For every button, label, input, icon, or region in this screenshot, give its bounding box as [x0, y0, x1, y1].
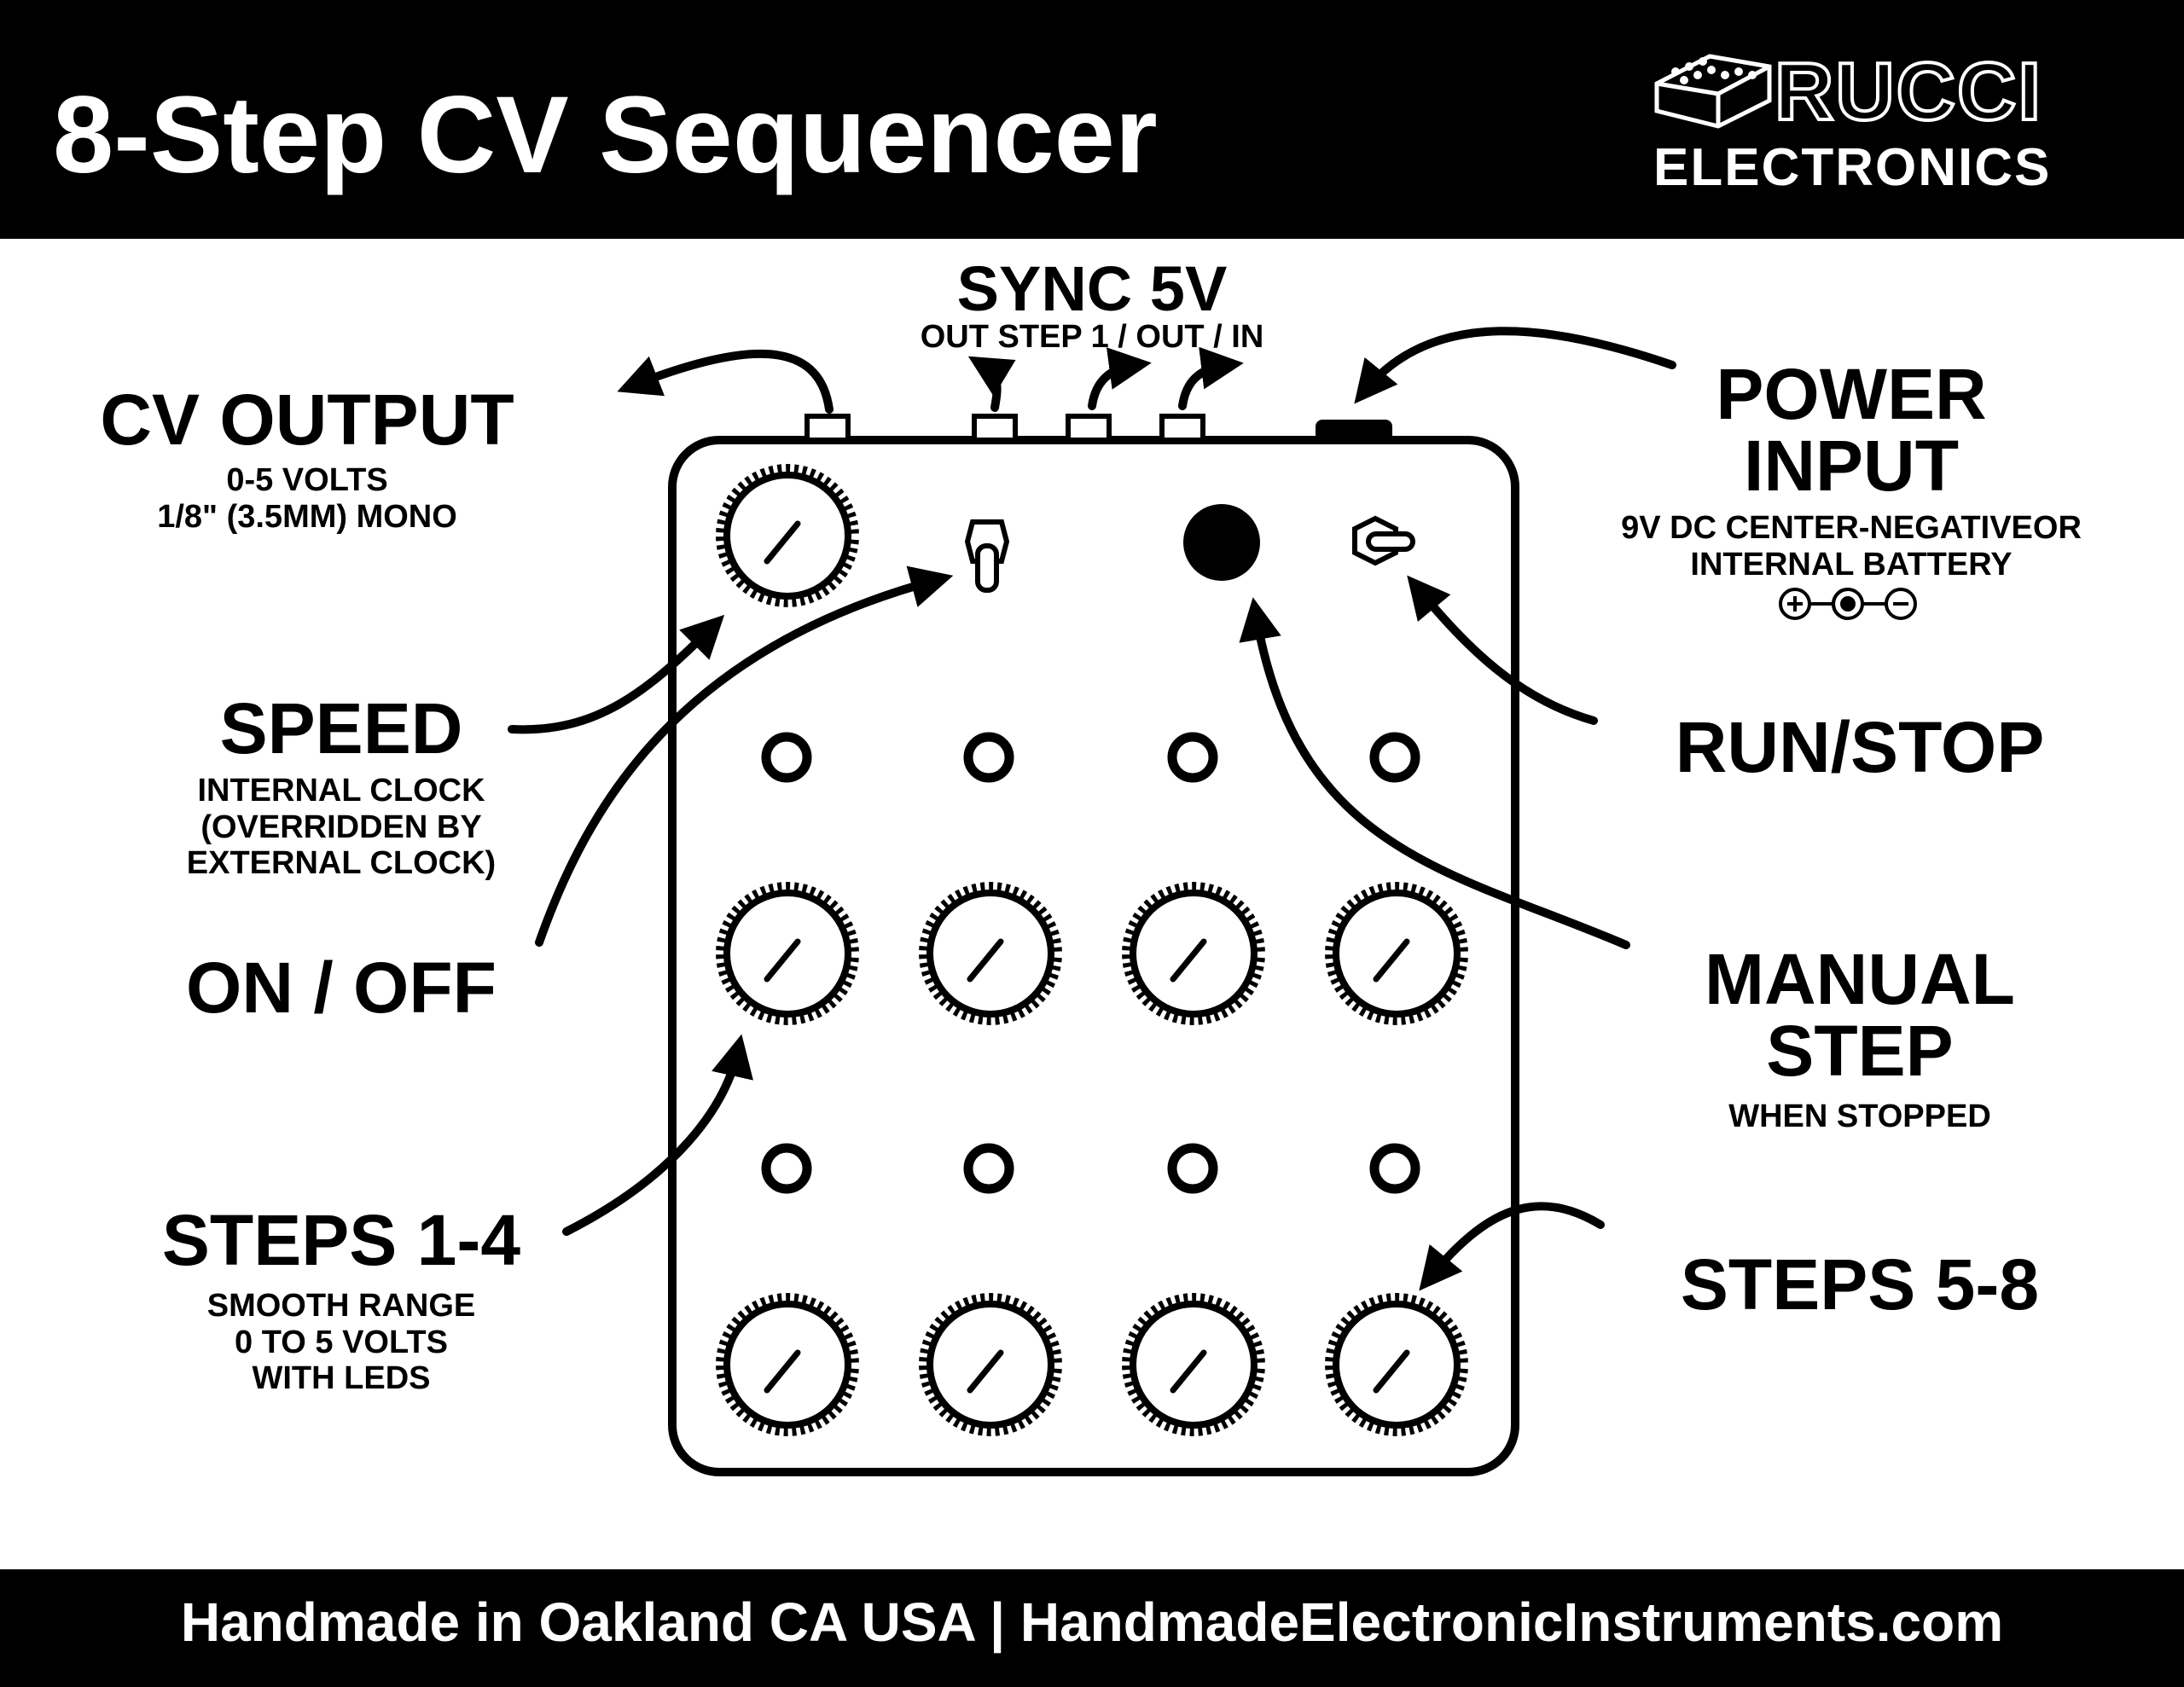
power-title-2: INPUT: [1744, 426, 1959, 506]
power-title-1: POWER: [1716, 354, 1987, 434]
cv-output-label: CV OUTPUT 0-5 VOLTS 1/8" (3.5MM) MONO: [68, 384, 546, 535]
footswitch-icon: [1352, 515, 1415, 566]
step-5-led-icon: [761, 1143, 812, 1194]
callout-arrows: [508, 327, 1676, 1291]
cv-output-title: CV OUTPUT: [100, 380, 514, 460]
arrow-sync-out-step1: [967, 356, 1016, 412]
knobs: [715, 463, 1469, 1437]
steps-1-4-title: STEPS 1-4: [161, 1200, 521, 1280]
brand-name: RUCCI: [1773, 46, 2042, 137]
run-stop-label: RUN/STOP: [1675, 707, 2045, 787]
brand-subtitle: ELECTRONICS: [1653, 138, 2052, 197]
power-sub2: INTERNAL BATTERY: [1690, 546, 2013, 583]
step-leds: [761, 732, 1420, 1194]
arrow-steps-1-4: [562, 1034, 753, 1236]
step-6-led-icon: [963, 1143, 1014, 1194]
steps-1-4-sub2: 0 TO 5 VOLTS: [235, 1324, 448, 1360]
step-4-led-icon: [1369, 732, 1420, 783]
step-8-led-icon: [1369, 1143, 1420, 1194]
speed-label: SPEED INTERNAL CLOCK (OVERRIDDEN BY EXTE…: [136, 693, 546, 882]
step-3-knob-icon[interactable]: [1121, 881, 1266, 1026]
steps-5-8-label: STEPS 5-8: [1680, 1244, 2040, 1325]
steps-1-4-label: STEPS 1-4 SMOOTH RANGE 0 TO 5 VOLTS WITH…: [102, 1204, 580, 1397]
step-7-led-icon: [1167, 1143, 1218, 1194]
step-5-knob-icon[interactable]: [715, 1292, 860, 1437]
step-1-knob-icon[interactable]: [715, 881, 860, 1026]
page-title: 8-Step CV Sequencer: [53, 74, 1158, 196]
speed-sub1: INTERNAL CLOCK: [197, 773, 485, 809]
sync-title: SYNC 5V: [956, 253, 1228, 324]
sync-out-step1-jack-icon: [972, 414, 1018, 443]
arrow-on-off: [535, 565, 954, 947]
step-6-knob-icon[interactable]: [918, 1292, 1063, 1437]
manual-step-title-1: MANUAL: [1705, 939, 2015, 1019]
step-2-knob-icon[interactable]: [918, 881, 1063, 1026]
sync-subtitle: OUT STEP 1 / OUT / IN: [920, 319, 1264, 355]
step-8-knob-icon[interactable]: [1324, 1292, 1469, 1437]
arrow-sync-out: [1088, 347, 1152, 410]
on-off-label: ON / OFF: [186, 948, 497, 1028]
power-sub1: 9V DC CENTER-NEGATIVEOR: [1621, 510, 2082, 546]
speed-sub3: EXTERNAL CLOCK): [186, 845, 497, 882]
speed-sub2: (OVERRIDDEN BY: [200, 809, 482, 845]
toggle-switch-icon: [964, 519, 1010, 593]
power-input-label: POWER INPUT 9V DC CENTER-NEGATIVEOR INTE…: [1570, 358, 2133, 583]
steps-1-4-sub3: WITH LEDS: [252, 1360, 431, 1397]
arrow-speed: [508, 614, 725, 734]
cv-output-sub1: 0-5 VOLTS: [226, 462, 388, 498]
rucci-logo-icon: [1654, 54, 1772, 129]
jacks: [804, 414, 1392, 443]
step-1-led-icon: [761, 732, 812, 783]
arrow-sync-in: [1178, 346, 1244, 410]
step-3-led-icon: [1167, 732, 1218, 783]
cv-output-sub2: 1/8" (3.5MM) MONO: [157, 498, 457, 535]
step-2-led-icon: [963, 732, 1014, 783]
step-4-knob-icon[interactable]: [1324, 881, 1469, 1026]
steps-1-4-sub1: SMOOTH RANGE: [206, 1288, 476, 1324]
footer-text: Handmade in Oakland CA USA | HandmadeEle…: [180, 1591, 2004, 1653]
sync-in-jack-icon: [1159, 414, 1205, 443]
arrow-power: [1354, 327, 1676, 404]
header-bar: 8-Step CV Sequencer RUCCI ELECTRONICS: [0, 0, 2184, 239]
sync-out-jack-icon: [1066, 414, 1112, 443]
arrow-steps-5-8: [1419, 1202, 1605, 1291]
speed-knob-icon[interactable]: [715, 463, 860, 608]
power-jack-icon: [1316, 420, 1392, 442]
arrow-run-stop: [1407, 575, 1598, 725]
cv-output-jack-icon: [804, 414, 851, 443]
speed-title: SPEED: [219, 688, 463, 768]
arrow-manual-step: [1239, 597, 1630, 949]
push-button-icon: [1183, 504, 1260, 581]
manual-step-label: MANUAL STEP WHEN STOPPED: [1621, 943, 2099, 1135]
step-7-knob-icon[interactable]: [1121, 1292, 1266, 1437]
manual-step-sub: WHEN STOPPED: [1728, 1099, 1991, 1134]
manual-step-title-2: STEP: [1766, 1011, 1954, 1091]
footer-bar: Handmade in Oakland CA USA | HandmadeEle…: [0, 1569, 2184, 1687]
dc-polarity-icon: [1779, 588, 1917, 620]
sync-label: SYNC 5V OUT STEP 1 / OUT / IN: [887, 258, 1297, 356]
arrow-cv-output: [617, 349, 834, 414]
